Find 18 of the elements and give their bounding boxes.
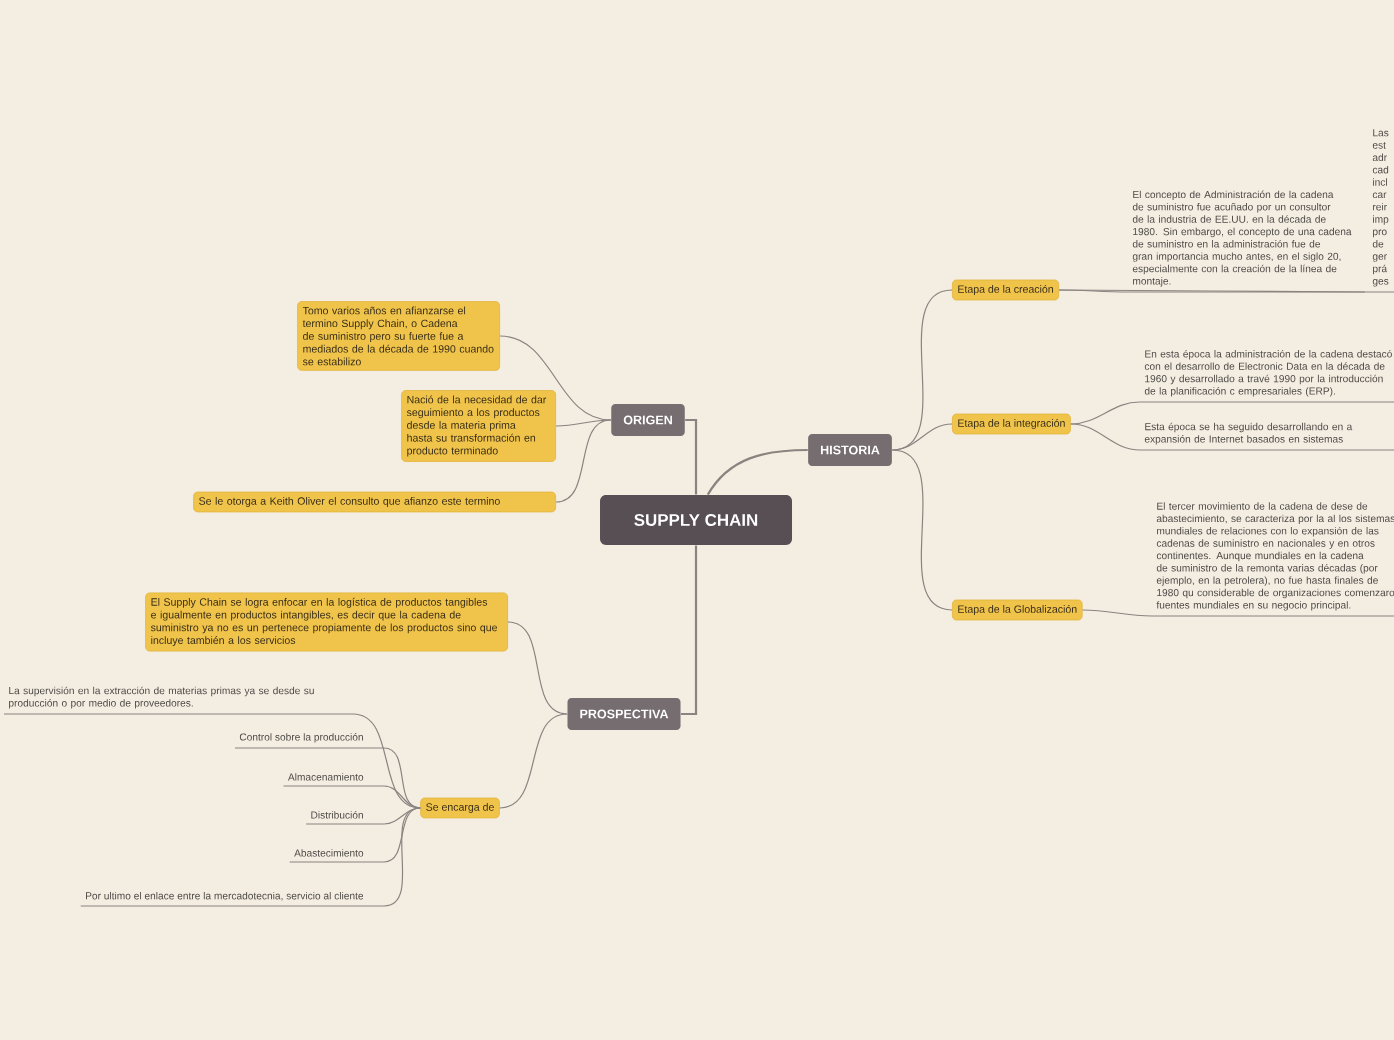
branch-line bbox=[555, 419, 612, 503]
branch-line bbox=[507, 621, 568, 715]
branch-line bbox=[680, 545, 698, 716]
branch-line bbox=[891, 449, 953, 611]
branch-line bbox=[499, 713, 568, 809]
branch-line bbox=[289, 807, 421, 863]
branch-line bbox=[234, 747, 421, 809]
branch-line bbox=[1070, 401, 1394, 425]
branch-line bbox=[891, 423, 953, 451]
branch-line bbox=[80, 807, 421, 907]
branch-line bbox=[499, 335, 612, 421]
branch-line bbox=[1081, 609, 1394, 617]
central-topic-box: SUPPLY CHAIN bbox=[600, 495, 792, 545]
branch-line bbox=[706, 448, 808, 496]
branch-line bbox=[555, 419, 612, 427]
branch-line bbox=[685, 418, 698, 495]
branch-line bbox=[282, 785, 421, 809]
branch-line bbox=[1070, 423, 1394, 451]
